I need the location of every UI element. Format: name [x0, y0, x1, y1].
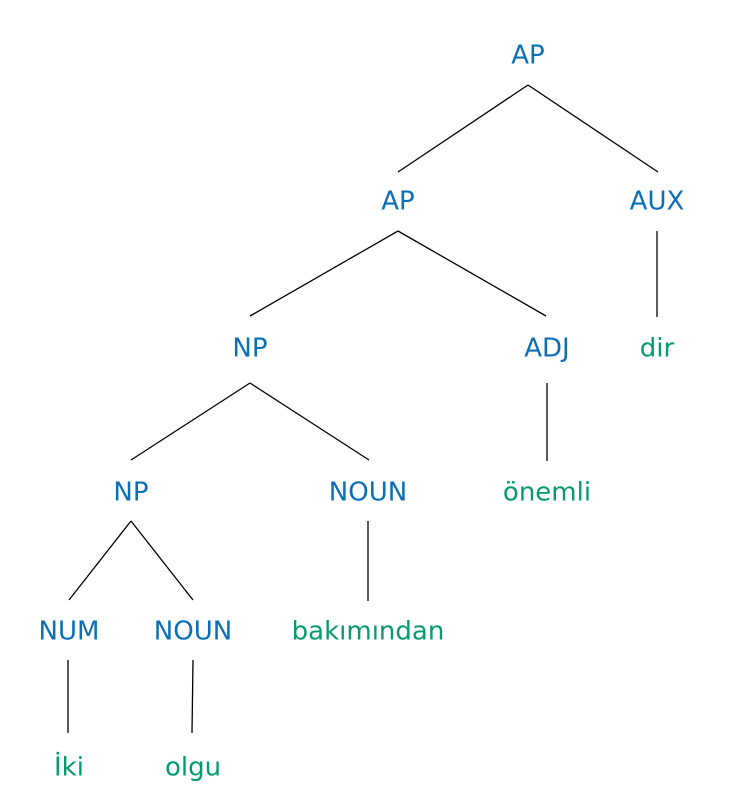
edge-noun-olgu [191, 659, 194, 734]
word-onemli: önemli [503, 478, 591, 508]
edge-np-np-inner [130, 382, 251, 461]
edge-ap-np [249, 230, 399, 317]
node-adj: ADJ [524, 334, 569, 364]
node-ap: AP [381, 187, 414, 217]
edge-np-inner-noun [130, 520, 194, 601]
node-num: NUM [39, 617, 100, 647]
node-aux: AUX [630, 187, 685, 217]
node-np: NP [232, 334, 267, 364]
node-np-inner: NP [113, 478, 148, 508]
node-noun-olgu: NOUN [154, 617, 232, 647]
node-noun-bakimindan: NOUN [329, 478, 407, 508]
edge-np-noun [249, 382, 370, 461]
edge-ap-adj [397, 230, 547, 317]
word-dir: dir [640, 334, 675, 364]
word-iki: İki [54, 751, 84, 783]
edge-np-inner-num [68, 520, 132, 601]
edge-ap-root-ap [397, 84, 529, 173]
word-olgu: olgu [165, 753, 221, 783]
word-bakimindan: bakımından [292, 617, 445, 647]
edge-ap-root-aux [527, 84, 659, 173]
node-ap-root: AP [511, 41, 544, 71]
tree-edges [67, 84, 659, 734]
